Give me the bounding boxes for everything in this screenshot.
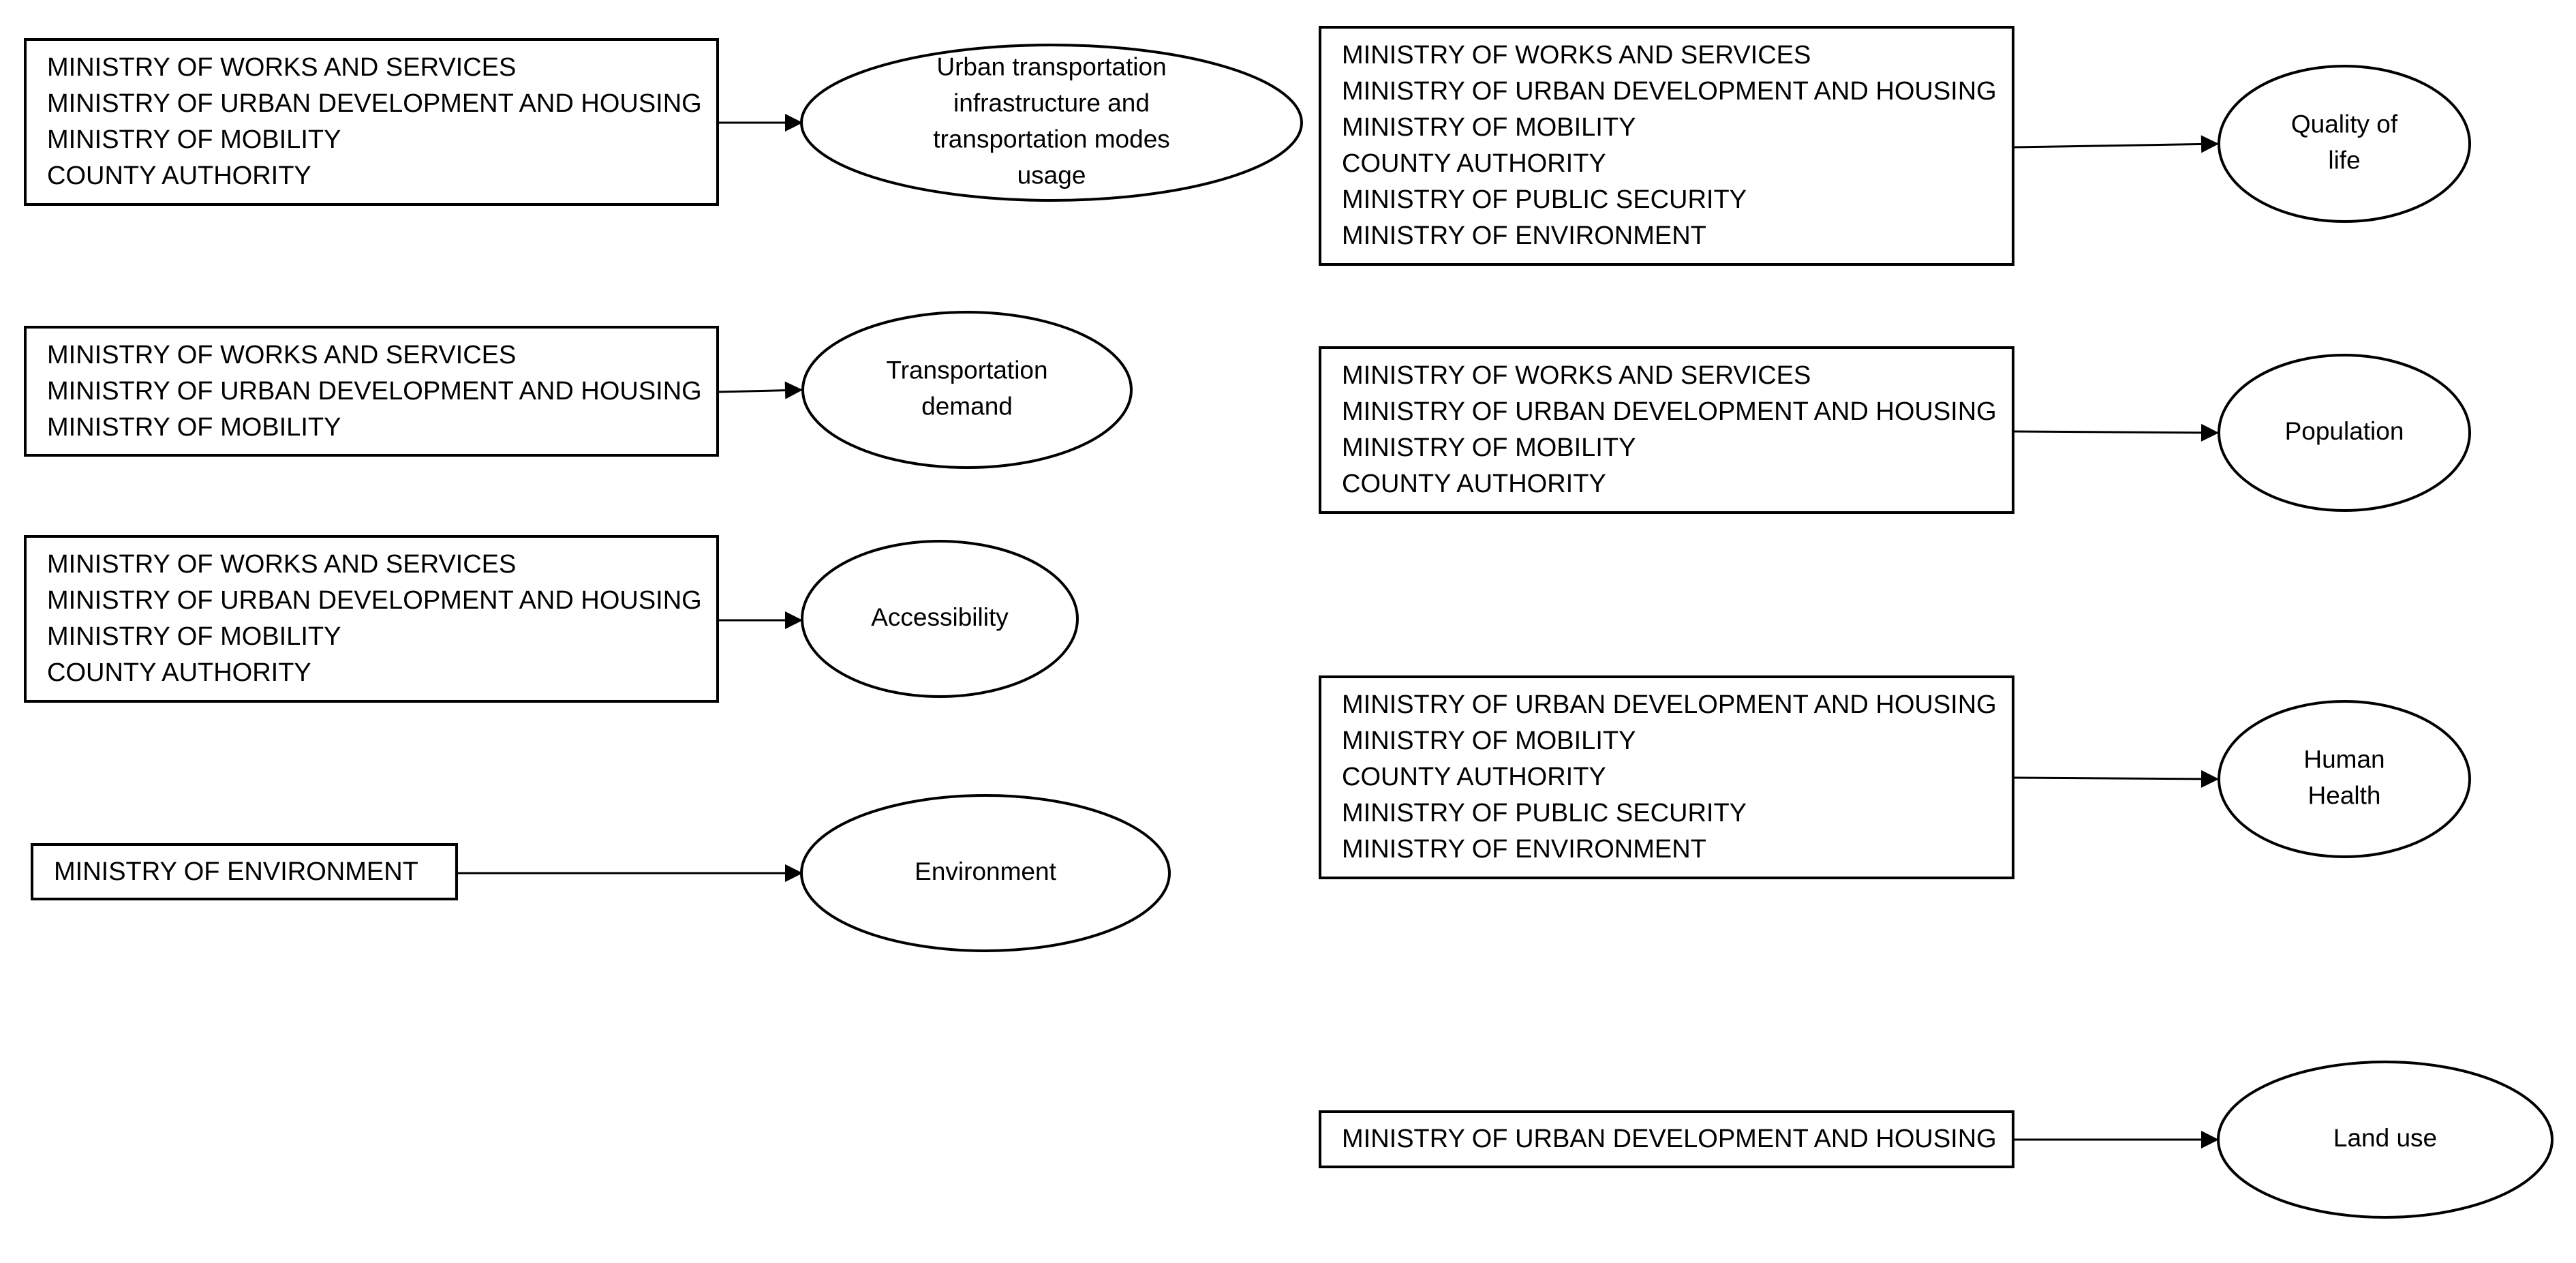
agency-label: MINISTRY OF ENVIRONMENT <box>1342 835 1706 864</box>
agency-label: MINISTRY OF WORKS AND SERVICES <box>47 550 517 579</box>
agency-label: MINISTRY OF ENVIRONMENT <box>54 857 418 886</box>
agency-label: MINISTRY OF WORKS AND SERVICES <box>1342 361 1811 390</box>
agency-label: MINISTRY OF WORKS AND SERVICES <box>47 53 517 82</box>
agency-label: MINISTRY OF URBAN DEVELOPMENT AND HOUSIN… <box>1342 1125 1997 1153</box>
agency-label: MINISTRY OF WORKS AND SERVICES <box>47 340 517 369</box>
outcome-label: Accessibility <box>871 603 1009 631</box>
agency-box-urban-transport: MINISTRY OF WORKS AND SERVICES MINISTRY O… <box>24 38 719 206</box>
agency-box-transport-demand: MINISTRY OF WORKS AND SERVICES MINISTRY O… <box>24 326 719 457</box>
outcome-label: Quality of <box>2291 110 2398 138</box>
outcome-ellipse-urban-transport <box>800 44 1303 202</box>
agency-box-human-health: MINISTRY OF URBAN DEVELOPMENT AND HOUSIN… <box>1319 675 2014 879</box>
agency-label: MINISTRY OF MOBILITY <box>1342 433 1636 462</box>
outcome-label: Transportation <box>886 356 1047 384</box>
connector-arrow-human-health <box>2014 770 2220 788</box>
outcome-ellipse-environment <box>800 794 1171 952</box>
agency-label: MINISTRY OF URBAN DEVELOPMENT AND HOUSIN… <box>1342 690 1997 719</box>
outcome-label: usage <box>1017 161 1086 189</box>
agency-label: MINISTRY OF MOBILITY <box>1342 113 1636 142</box>
agency-box-accessibility: MINISTRY OF WORKS AND SERVICES MINISTRY O… <box>24 535 719 703</box>
outcome-label: Population <box>2285 417 2404 445</box>
outcome-label: demand <box>921 392 1013 420</box>
agency-label: MINISTRY OF ENVIRONMENT <box>1342 222 1706 250</box>
connector-arrow-transport-demand <box>718 381 803 399</box>
outcome-ellipse-population <box>2218 354 2471 512</box>
agency-label: MINISTRY OF MOBILITY <box>1342 727 1636 755</box>
outcome-label: Human <box>2303 745 2385 773</box>
outcome-label: Land use <box>2333 1124 2437 1152</box>
agency-label: MINISTRY OF URBAN DEVELOPMENT AND HOUSIN… <box>47 89 702 118</box>
agency-label: MINISTRY OF PUBLIC SECURITY <box>1342 185 1747 214</box>
outcome-label: transportation modes <box>933 125 1170 153</box>
agency-label: MINISTRY OF MOBILITY <box>47 125 341 154</box>
agency-box-land-use: MINISTRY OF URBAN DEVELOPMENT AND HOUSIN… <box>1319 1110 2014 1168</box>
agency-label: MINISTRY OF PUBLIC SECURITY <box>1342 799 1747 827</box>
agency-label: MINISTRY OF URBAN DEVELOPMENT AND HOUSIN… <box>1342 397 1997 426</box>
outcome-ellipse-accessibility <box>801 540 1079 698</box>
connector-arrow-population <box>2014 423 2220 442</box>
agency-label: COUNTY AUTHORITY <box>47 162 311 190</box>
agency-box-environment: MINISTRY OF ENVIRONMENT <box>31 843 458 900</box>
agency-label: MINISTRY OF URBAN DEVELOPMENT AND HOUSIN… <box>47 376 702 406</box>
outcome-ellipse-transport-demand <box>801 311 1133 469</box>
agency-label: COUNTY AUTHORITY <box>1342 149 1606 178</box>
agency-box-population: MINISTRY OF WORKS AND SERVICES MINISTRY O… <box>1319 346 2014 514</box>
agency-label: COUNTY AUTHORITY <box>47 658 311 687</box>
agency-label: COUNTY AUTHORITY <box>1342 763 1606 791</box>
outcome-label: Environment <box>915 857 1056 885</box>
outcome-ellipse-human-health <box>2218 700 2471 858</box>
connector-arrow-quality-of-life <box>2014 135 2220 153</box>
agency-label: MINISTRY OF WORKS AND SERVICES <box>1342 41 1811 70</box>
outcome-label: Urban transportation <box>936 52 1166 80</box>
agency-box-quality-of-life: MINISTRY OF WORKS AND SERVICES MINISTRY O… <box>1319 26 2014 266</box>
agency-label: COUNTY AUTHORITY <box>1342 470 1606 498</box>
outcome-ellipse-land-use <box>2217 1061 2554 1219</box>
agency-label: MINISTRY OF URBAN DEVELOPMENT AND HOUSIN… <box>1342 77 1997 106</box>
agency-label: MINISTRY OF URBAN DEVELOPMENT AND HOUSIN… <box>47 586 702 615</box>
outcome-label: life <box>2328 146 2360 174</box>
outcome-label: infrastructure and <box>953 89 1150 117</box>
outcome-label: Health <box>2308 781 2381 809</box>
outcome-ellipse-quality-of-life <box>2218 65 2471 223</box>
agency-label: MINISTRY OF MOBILITY <box>47 622 341 651</box>
agency-label: MINISTRY OF MOBILITY <box>47 412 341 442</box>
